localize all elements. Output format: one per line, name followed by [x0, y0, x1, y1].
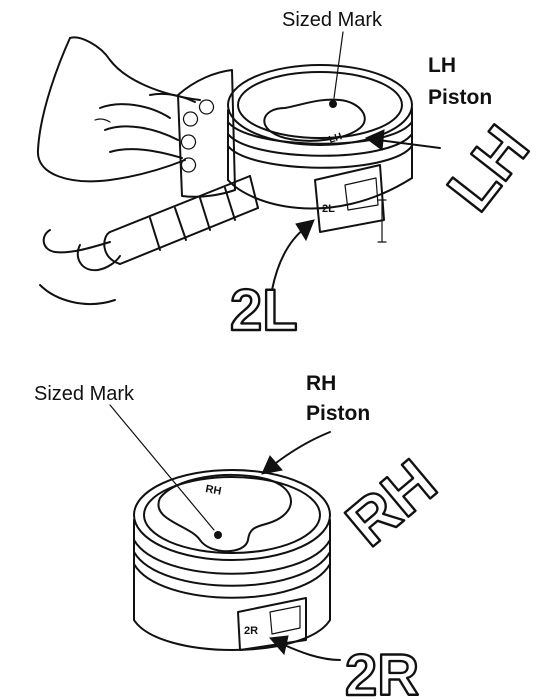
rh-crown-stamp: RH — [204, 483, 222, 498]
rh-crown-arrow — [261, 431, 331, 475]
rh-sized-mark-leader — [109, 404, 215, 531]
rh-piston-label-line1: RH — [306, 372, 336, 395]
rh-piston: RH 2R — [133, 469, 331, 651]
lh-sized-mark-dot — [329, 100, 337, 108]
fingers-illustration — [39, 229, 121, 306]
hand-illustration — [36, 36, 201, 183]
lh-sized-mark-label: Sized Mark — [282, 9, 383, 31]
rh-boss-stamp: 2R — [244, 625, 258, 637]
rh-piston-label-line2: Piston — [306, 402, 370, 425]
rh-bank-arrow — [268, 635, 341, 661]
lh-sized-mark-leader — [333, 31, 344, 99]
lh-piston-label-line1: LH — [428, 54, 456, 77]
lh-crown-stamp: LH — [328, 131, 344, 146]
rh-side-letters: RH — [332, 445, 449, 560]
rh-piston-figure: RH 2R Sized Mark RH Piston RH 2R — [34, 372, 451, 700]
rh-bank-mark: 2R — [345, 643, 419, 700]
lh-side-letters: LH — [433, 112, 542, 224]
lh-piston-label-line2: Piston — [428, 86, 492, 109]
micrometer — [103, 69, 259, 265]
lh-piston: LH 2L — [227, 64, 413, 243]
lh-bank-mark: 2L — [230, 278, 298, 343]
lh-piston-figure: LH 2L Sized Mark LH Piston LH 2L — [36, 9, 544, 344]
rh-sized-mark-label: Sized Mark — [34, 383, 135, 405]
lh-bank-arrow — [271, 219, 315, 291]
lh-crown-arrow — [365, 129, 441, 151]
rh-sized-mark-dot — [214, 531, 222, 539]
lh-boss-stamp: 2L — [322, 203, 335, 215]
